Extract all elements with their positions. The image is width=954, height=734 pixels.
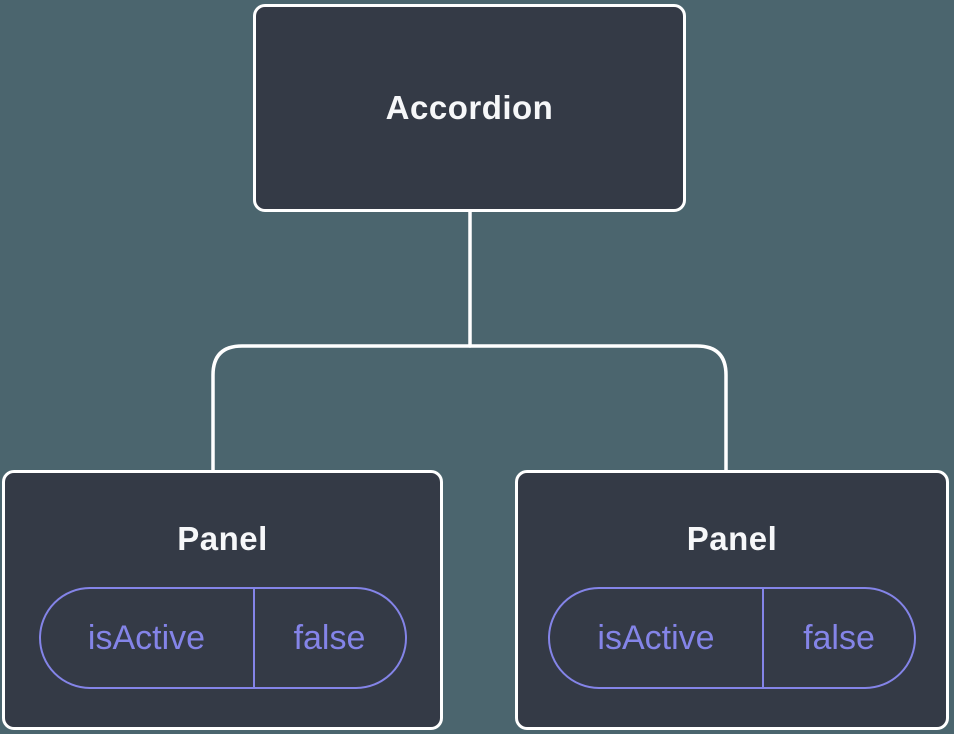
state-value-1: false xyxy=(293,618,366,657)
state-value-2: false xyxy=(803,618,875,657)
state-key-1: isActive xyxy=(41,589,255,687)
node-label-accordion: Accordion xyxy=(385,89,554,126)
connector-bracket xyxy=(211,344,728,474)
state-key-2: isActive xyxy=(550,589,764,687)
node-panel-2: Panel isActive false xyxy=(515,470,949,730)
state-pill-2: isActive false xyxy=(548,587,916,689)
node-accordion: Accordion xyxy=(253,4,686,212)
node-panel-1: Panel isActive false xyxy=(2,470,443,730)
node-label-panel-2: Panel xyxy=(686,520,778,557)
state-pill-1: isActive false xyxy=(38,587,407,689)
node-label-panel-1: Panel xyxy=(177,520,268,557)
